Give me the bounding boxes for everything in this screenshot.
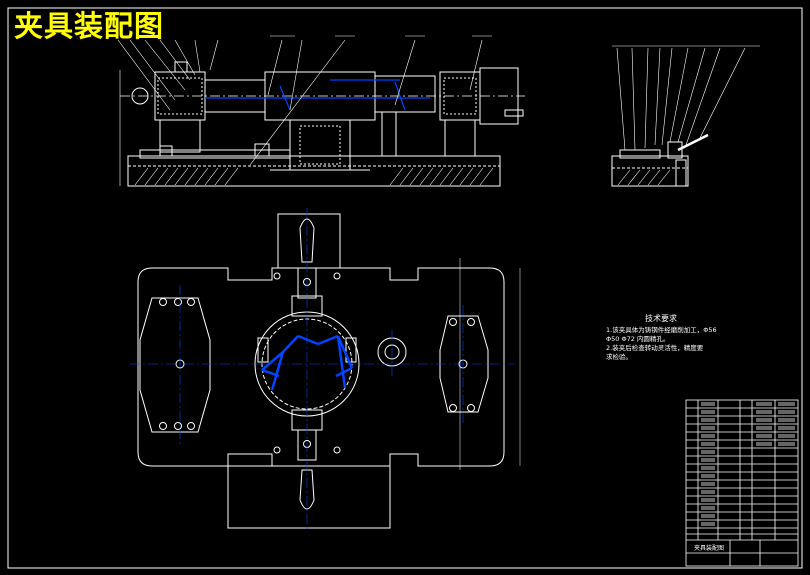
- tech-requirements-heading: 技术要求: [645, 314, 677, 323]
- tech-requirements-line-4: 求检验。: [606, 353, 632, 361]
- parts-list-cells: [701, 402, 795, 526]
- tech-requirements-line-3: 2.装夹后检查转动灵活性，精度要: [606, 344, 704, 352]
- tech-requirements-line-1: 1.该夹具体为铸钢件经磨削加工，Φ56: [606, 326, 717, 334]
- front-view: [119, 61, 525, 187]
- sheet-border: [7, 7, 803, 569]
- plan-view-linkage: [261, 334, 354, 391]
- drawing-title: 夹具装配图: [14, 9, 165, 43]
- front-view-accent: [205, 79, 430, 111]
- tech-requirements-line-2: Φ50 Φ72 内圆精孔。: [606, 335, 670, 343]
- title-block-drawing-name: 夹具装配图: [694, 544, 724, 552]
- side-view: [611, 45, 760, 187]
- front-view-leaders: [117, 35, 492, 166]
- plan-view-centerlines: [130, 208, 515, 530]
- parts-list: [685, 399, 799, 567]
- plan-view: [137, 213, 521, 529]
